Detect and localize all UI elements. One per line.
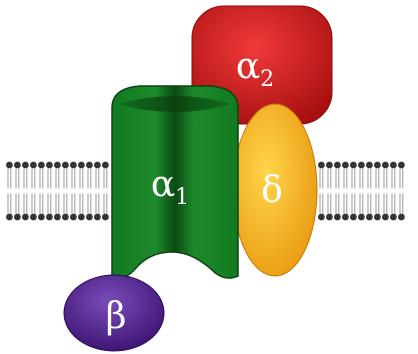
bilayer-upper-heads xyxy=(5,161,405,169)
lipid-head xyxy=(30,161,37,169)
lipid-head xyxy=(62,161,69,169)
lipid-head xyxy=(334,213,341,221)
alpha2-label: α2 xyxy=(236,46,274,92)
lipid-head xyxy=(70,213,77,221)
lipid-head xyxy=(102,213,109,221)
lipid-head xyxy=(94,213,101,221)
lipid-head xyxy=(358,161,365,169)
lipid-head xyxy=(86,161,93,169)
lipid-head xyxy=(390,161,397,169)
lipid-head xyxy=(5,213,13,221)
lipid-head xyxy=(5,161,13,169)
lipid-head xyxy=(22,161,29,169)
lipid-head xyxy=(14,161,21,169)
lipid-head xyxy=(38,161,45,169)
lipid-head xyxy=(350,161,357,169)
lipid-head xyxy=(46,213,53,221)
lipid-head xyxy=(366,161,373,169)
lipid-head xyxy=(86,213,93,221)
bilayer-lower-tails xyxy=(7,193,404,214)
lipid-head xyxy=(46,161,53,169)
lipid-head xyxy=(38,213,45,221)
lipid-head xyxy=(366,213,373,221)
bilayer-upper-tails xyxy=(7,168,404,189)
lipid-head xyxy=(358,213,365,221)
lipid-head xyxy=(374,161,381,169)
lipid-bilayer xyxy=(5,161,405,221)
lipid-head xyxy=(14,213,21,221)
lipid-head xyxy=(318,161,325,169)
lipid-head xyxy=(54,213,61,221)
lipid-head xyxy=(342,213,349,221)
delta-label: δ xyxy=(261,170,283,211)
lipid-head xyxy=(102,161,109,169)
lipid-head xyxy=(350,213,357,221)
lipid-head xyxy=(30,213,37,221)
lipid-head xyxy=(382,161,389,169)
lipid-head xyxy=(398,213,405,221)
lipid-head xyxy=(326,161,333,169)
lipid-head xyxy=(62,213,69,221)
lipid-head xyxy=(70,161,77,169)
lipid-head xyxy=(334,161,341,169)
alpha1-subunit: α1 xyxy=(111,85,239,279)
lipid-head xyxy=(398,161,405,169)
beta-shape xyxy=(63,274,165,352)
delta-subunit: δ xyxy=(232,103,318,277)
lipid-head xyxy=(78,161,85,169)
alpha1-top-rim xyxy=(118,96,232,112)
bilayer-lower-heads xyxy=(5,213,405,221)
lipid-head xyxy=(318,213,325,221)
alpha1-shape xyxy=(111,85,239,279)
alpha1-label: α1 xyxy=(151,164,189,210)
lipid-head xyxy=(390,213,397,221)
lipid-head xyxy=(326,213,333,221)
lipid-head xyxy=(94,161,101,169)
lipid-head xyxy=(342,161,349,169)
lipid-head xyxy=(22,213,29,221)
beta-subunit: β xyxy=(63,274,165,352)
lipid-head xyxy=(78,213,85,221)
lipid-head xyxy=(54,161,61,169)
beta-label: β xyxy=(106,296,127,337)
lipid-head xyxy=(382,213,389,221)
lipid-head xyxy=(374,213,381,221)
